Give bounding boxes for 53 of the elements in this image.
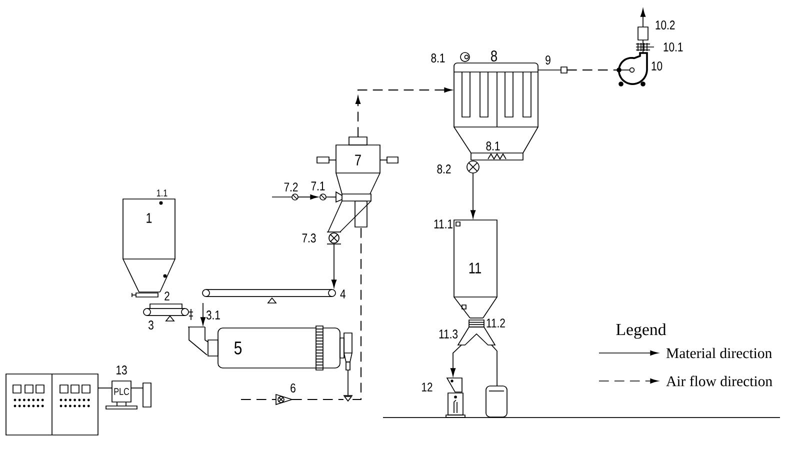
legend-label: Material direction: [666, 348, 772, 358]
arrow: [450, 344, 462, 376]
belt-conveyor: [143, 304, 189, 322]
arrow: [298, 194, 318, 200]
callout-number: 8.2: [437, 164, 451, 174]
dashed-line: [566, 70, 618, 71]
line: [491, 344, 498, 386]
callout-number: 10: [652, 62, 662, 70]
callout-number: 4: [340, 290, 346, 298]
callout-number: 9: [546, 56, 550, 64]
callout-number: 8.1: [486, 142, 500, 150]
callout-number: 1.1: [157, 190, 168, 196]
arrow: [200, 302, 206, 326]
callout-number: 11.2: [486, 318, 505, 328]
callout-number: 7.2: [284, 182, 298, 192]
valve-symbol: [320, 194, 326, 200]
callout-number: 8.1: [431, 54, 445, 62]
control-cabinet: [6, 374, 98, 436]
callout-number: 10.1: [664, 42, 683, 52]
arrow: [331, 244, 337, 288]
dashed-line: [240, 399, 276, 400]
cyclone: 7: [326, 136, 380, 244]
small-square: [560, 66, 568, 74]
arrow: [470, 172, 476, 218]
belt-conveyor: [202, 289, 336, 304]
callout-number: 7.1: [311, 182, 325, 190]
legend-label: Air flow direction: [666, 376, 772, 386]
node-label: 8: [491, 50, 497, 62]
callout-number: 12: [422, 382, 432, 392]
arrow: [640, 8, 646, 28]
callout-number: 11.3: [439, 330, 458, 338]
callout-number: 13: [116, 366, 127, 374]
callout-number: 2: [164, 292, 170, 300]
legend-title: Legend: [616, 323, 666, 339]
line: [642, 40, 644, 54]
stack-box: [638, 26, 648, 40]
callout-number: 3: [148, 320, 154, 330]
packing-machine: [446, 378, 466, 418]
callout-number: 10.2: [656, 20, 675, 30]
line: [326, 196, 336, 198]
bag: [486, 386, 508, 418]
callout-number: 11.1: [434, 220, 452, 228]
callout-number: 6: [290, 384, 296, 392]
callout-number: 7.3: [302, 234, 316, 242]
plc-box: PLC: [112, 380, 132, 402]
display-panel: [142, 382, 152, 408]
callout-number: 3.1: [206, 310, 220, 320]
ball-mill: 5: [188, 326, 352, 370]
valve-symbol: [292, 194, 298, 200]
dashed-arrow: [355, 87, 452, 138]
dashed-line: [352, 226, 362, 400]
fan: [616, 52, 648, 86]
dashed-line: [292, 399, 344, 400]
